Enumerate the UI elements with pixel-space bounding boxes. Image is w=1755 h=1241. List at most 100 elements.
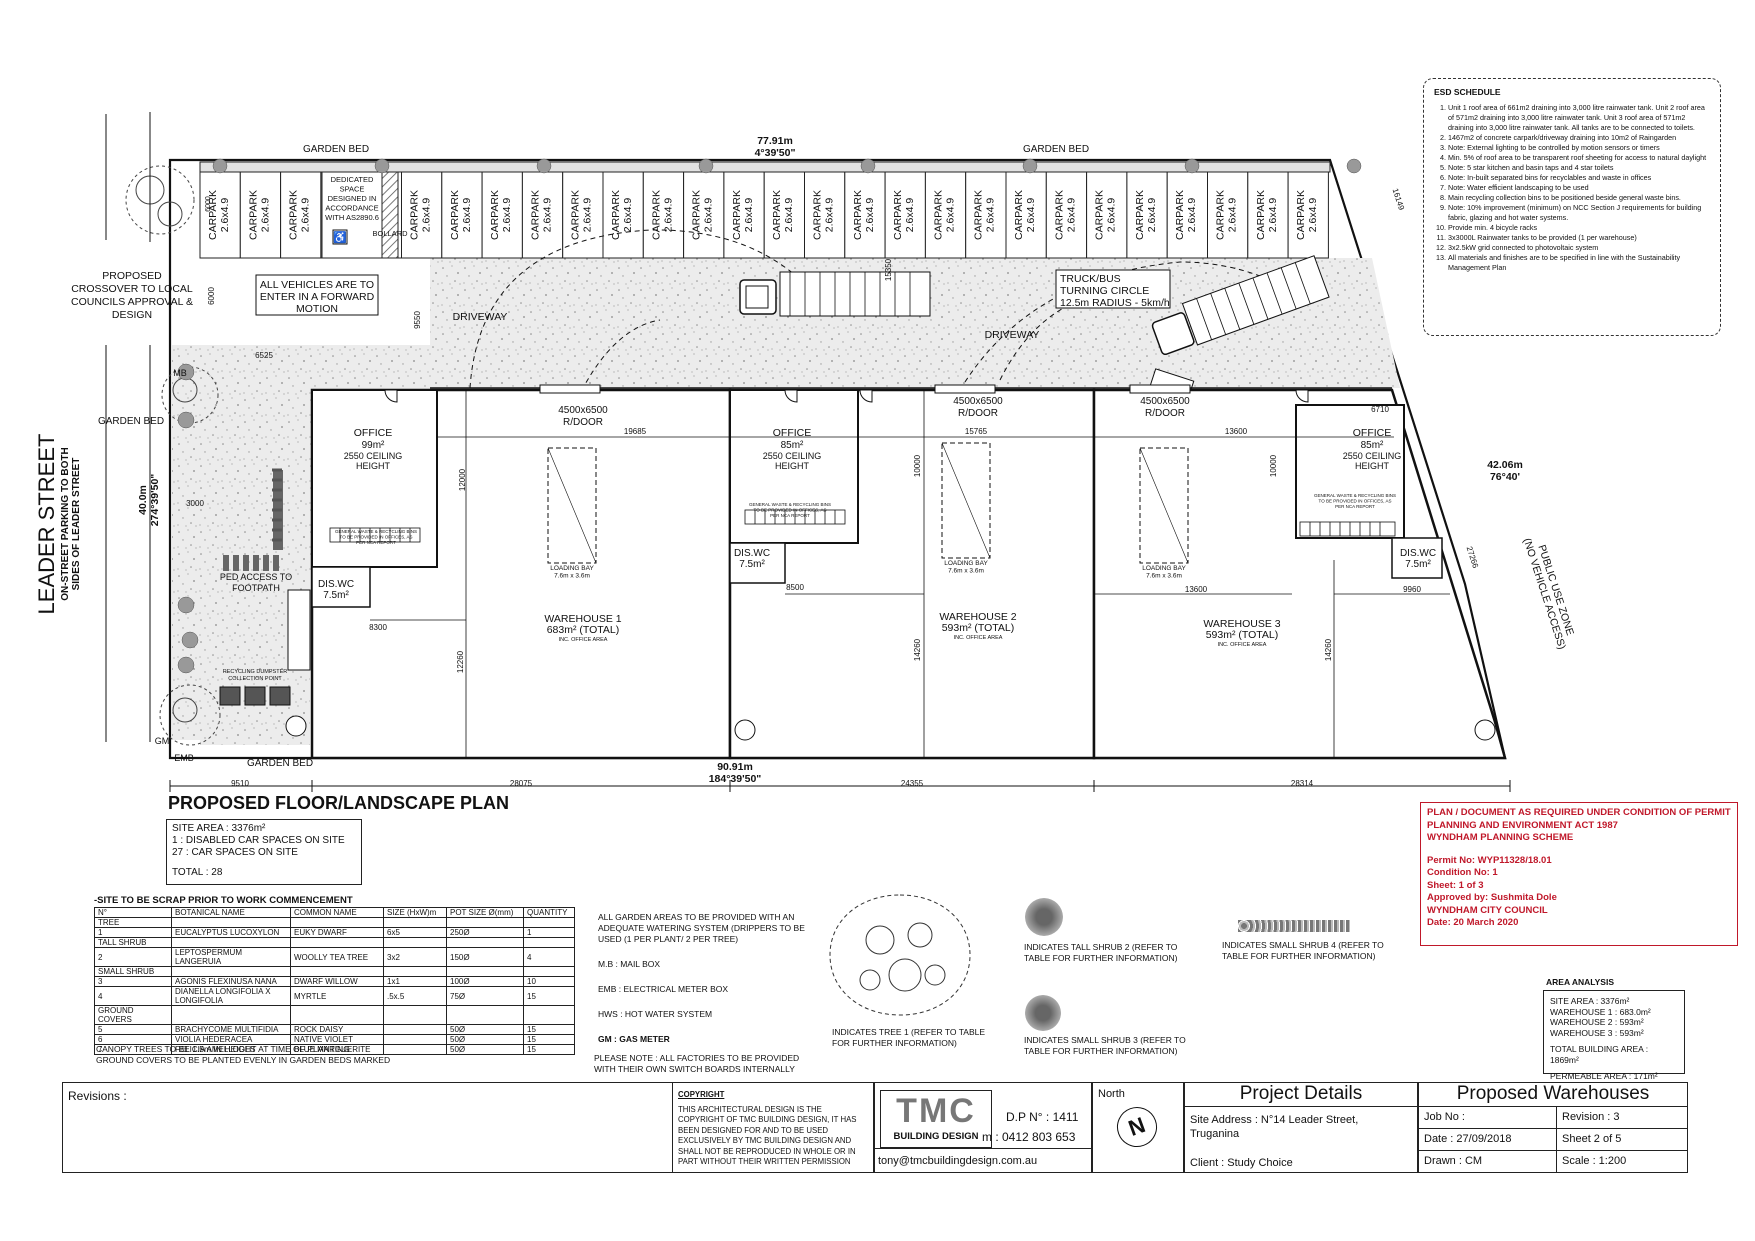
divider (1184, 1106, 1418, 1107)
note-line: ALL GARDEN AREAS TO BE PROVIDED WITH AN (598, 912, 795, 922)
copyright-line: THIS ARCHITECTURAL DESIGN IS THE (678, 1104, 822, 1114)
plan-label: 90.91m (717, 761, 753, 773)
bay-diagonals (547, 442, 1189, 564)
carpark-space (481, 171, 523, 259)
table-cell: 6 (94, 1034, 172, 1045)
project-details-box (1184, 1082, 1418, 1173)
copyright-line: PART WITHOUT THEIR WRITTEN PERMISSION (678, 1157, 851, 1166)
street-label: LEADER STREET ON-STREET PARKING TO BOTH … (34, 404, 82, 644)
table-cell: 1 (94, 927, 172, 938)
table-cell: 5 (94, 1024, 172, 1035)
truck-icon (1151, 255, 1330, 356)
carpark-space (1247, 171, 1289, 259)
plan-label: 42.06m (1487, 459, 1523, 471)
truck-icon (739, 271, 931, 317)
plan-label: 4°39'50" (755, 147, 796, 159)
plan-label: 9960 (1403, 585, 1421, 594)
plan-label: FOOTPATH (232, 583, 280, 593)
carpark-size: 2.6x4.9 (1227, 198, 1239, 233)
plan-label: 76°40' (1490, 471, 1520, 483)
copyright-line: SHALL NOT BE REPRODUCED IN WHOLE OR IN (678, 1146, 856, 1156)
esd-item: Note: Water efficient landscaping to be … (1448, 183, 1710, 193)
plan-label: COLLECTION POINT (228, 676, 282, 682)
wc-1 (311, 566, 371, 608)
logo-box (874, 1082, 1092, 1173)
carpark-label: CARPARK (610, 190, 622, 240)
legend-line: FOR FURTHER INFORMATION) (832, 1038, 957, 1048)
table-cell: 1 (523, 927, 575, 938)
note-line: EMB : ELECTRICAL METER BOX (598, 984, 729, 994)
permit-line: WYNDHAM CITY COUNCIL (1427, 904, 1548, 916)
info-grid (1418, 1106, 1688, 1173)
carpark-label: CARPARK (1013, 190, 1025, 240)
plan-label: SPACE (340, 185, 365, 194)
job-no: Job No : (1424, 1111, 1465, 1123)
scale: Scale : 1:200 (1562, 1155, 1627, 1167)
carpark-size: 2.6x4.9 (622, 198, 634, 233)
revision: Revision : 3 (1562, 1111, 1620, 1123)
plan-label: 274°39'50" (149, 474, 161, 527)
table-cell: 50Ø (446, 1044, 524, 1055)
crossover-line: COUNCILS APPROVAL & (71, 296, 193, 308)
table-cell: 3 (94, 976, 172, 987)
table-cell: 150Ø (446, 947, 524, 967)
plan-label: INC. OFFICE AREA (954, 635, 1003, 641)
legend-shrub-2: INDICATES TALL SHRUB 2 (REFER TO TABLE F… (1024, 942, 1177, 964)
area-line: WAREHOUSE 2 : 593m² (1550, 1017, 1644, 1027)
plant-table-heading: COMMON NAME (290, 907, 384, 918)
carpark-size: 2.6x4.9 (1267, 198, 1279, 233)
esd-item: Unit 1 roof area of 661m2 draining into … (1448, 103, 1710, 133)
plan-label: DIS.WC (734, 548, 770, 559)
carpark-space (723, 171, 765, 259)
shrub-icon (536, 158, 552, 174)
note-line: USED (1 PER PLANT/ 2 PER TREE) (598, 934, 739, 944)
carpark-size: 2.6x4.9 (300, 198, 312, 233)
plan-label: 2550 CEILING (1343, 451, 1402, 461)
carpark-space (804, 171, 846, 259)
carpark-size: 2.6x4.9 (259, 198, 271, 233)
carpark-size: 2.6x4.9 (985, 198, 997, 233)
bike-rack (287, 589, 311, 671)
tmc-logo: TMC BUILDING DESIGN (880, 1090, 992, 1148)
garden-strip-left (172, 345, 200, 740)
tree-1-icon (159, 684, 221, 746)
crossover-note: PROPOSED CROSSOVER TO LOCAL COUNCILS APP… (62, 270, 202, 322)
carpark-size: 2.6x4.9 (783, 198, 795, 233)
copyright-line: BEEN DESIGNED FOR AND TO BE USED (678, 1125, 829, 1135)
plan-label: 77.91m (757, 135, 793, 147)
table-cell (383, 1024, 447, 1035)
scrap-note: -SITE TO BE SCRAP PRIOR TO WORK COMMENCE… (94, 895, 353, 906)
table-cell: 4 (94, 986, 172, 1006)
plan-label: BOLLARD (372, 229, 408, 238)
plan-label: TO BE PROVIDED IN OFFICES, AS (340, 535, 413, 540)
copyright-box (672, 1082, 874, 1173)
shrub-icon (374, 158, 390, 174)
shrub-3-icon (1025, 995, 1061, 1031)
esd-item: Note: 10% improvement (minimum) on NCC S… (1448, 203, 1710, 223)
carpark-space (1126, 171, 1168, 259)
carpark-label: CARPARK (852, 190, 864, 240)
water-tank-icon (285, 715, 307, 737)
divider (1418, 1150, 1688, 1151)
shrub-icon (177, 596, 195, 614)
plan-label: HEIGHT (356, 461, 391, 471)
note-line: M.B : MAIL BOX (598, 959, 661, 969)
turning-arc-3 (929, 261, 1291, 456)
table-cell: 10 (523, 976, 575, 987)
plan-label: ALL VEHICLES ARE TO (260, 279, 374, 291)
shrub-2-icon (1025, 898, 1063, 936)
plan-label: MB (173, 368, 187, 378)
project-details-title: Project Details (1239, 1083, 1363, 1104)
esd-item: Provide min. 4 bicycle racks (1448, 223, 1710, 233)
date: Date : 27/09/2018 (1424, 1133, 1512, 1145)
table-cell (171, 966, 291, 977)
permit-line: Condition No: 1 (1427, 867, 1498, 878)
shrub-icon (1022, 158, 1038, 174)
plan-label: 184°39'50" (709, 773, 762, 785)
plan-label: EMB (174, 753, 194, 763)
